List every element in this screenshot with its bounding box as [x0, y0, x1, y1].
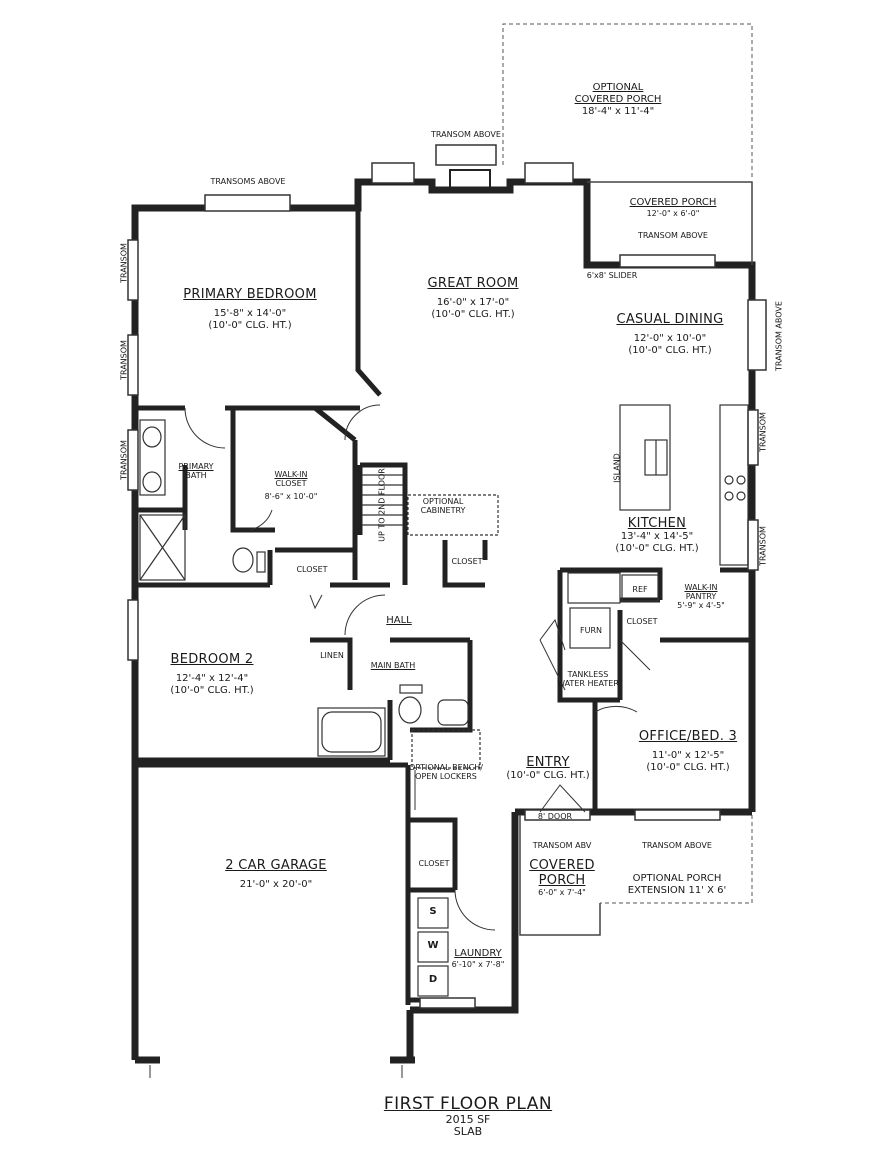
- ref-label: REF: [632, 585, 648, 594]
- transom-note-left-1: TRANSOM: [119, 243, 129, 283]
- primary-bedroom-label: PRIMARY BEDROOM 15'-8" x 14'-0" (10'-0" …: [183, 287, 317, 331]
- laundry-label: LAUNDRY 6'-10" x 7'-8": [451, 948, 505, 969]
- primary-bath-label: PRIMARY BATH: [178, 462, 214, 480]
- bedroom-2-label: BEDROOM 2 12'-4" x 12'-4" (10'-0" CLG. H…: [170, 652, 254, 696]
- washer-label: W: [427, 940, 439, 951]
- transom-note-right-2: TRANSOM: [758, 526, 768, 566]
- sink-label: S: [429, 906, 437, 917]
- transom-note-left-3: TRANSOM: [119, 440, 129, 480]
- closet-label-kitchen: CLOSET: [626, 617, 658, 626]
- closet-label-laundry: CLOSET: [418, 859, 450, 868]
- transoms-above-note: TRANSOMS ABOVE: [210, 177, 286, 186]
- walk-in-closet-label: WALK-IN CLOSET 8'-6" x 10'-0": [264, 470, 318, 501]
- door-swings: [184, 404, 651, 931]
- covered-porch-front-label: COVERED PORCH 6'-0" x 7'-4": [529, 858, 595, 897]
- casual-dining-label: CASUAL DINING 12'-0" x 10'-0" (10'-0" CL…: [616, 312, 724, 356]
- optional-porch-outline: [502, 23, 753, 180]
- transom-above-note: TRANSOM ABOVE: [431, 130, 501, 139]
- plan-title-block: FIRST FLOOR PLAN 2015 SF SLAB: [384, 1094, 552, 1138]
- optional-porch-extension-label: OPTIONAL PORCH EXTENSION 11' X 6': [627, 873, 727, 896]
- transom-note-right-1: TRANSOM: [758, 412, 768, 452]
- stairs-label: UP TO 2ND FLOOR: [377, 468, 387, 542]
- transom-above-office-label: TRANSOM ABOVE: [642, 841, 712, 850]
- porch-outline: [519, 181, 753, 936]
- garage-label: 2 CAR GARAGE 21'-0" x 20'-0": [225, 858, 327, 890]
- great-room-label: GREAT ROOM 16'-0" x 17'-0" (10'-0" CLG. …: [427, 276, 519, 320]
- office-label: OFFICE/BED. 3 11'-0" x 12'-5" (10'-0" CL…: [638, 729, 738, 773]
- optional-bench-label: OPTIONAL BENCH/ OPEN LOCKERS: [409, 763, 483, 781]
- dryer-label: D: [428, 974, 438, 985]
- slider-note: 6'x8' SLIDER: [586, 271, 638, 280]
- transom-abv-label: TRANSOM ABV: [532, 841, 592, 850]
- kitchen-label: KITCHEN 13'-4" x 14'-5" (10'-0" CLG. HT.…: [615, 516, 699, 554]
- tankless-label: TANKLESS WATER HEATER: [557, 670, 619, 688]
- hall-label: HALL: [386, 615, 412, 626]
- transom-note-left-2: TRANSOM: [119, 340, 129, 380]
- plan-title: FIRST FLOOR PLAN: [383, 1094, 553, 1114]
- walk-in-pantry-label: WALK-IN PANTRY 5'-9" x 4'-5": [677, 583, 725, 610]
- windows: [127, 144, 767, 1009]
- transom-above-note-right: TRANSOM ABOVE: [774, 301, 784, 371]
- island-label: ISLAND: [612, 453, 622, 483]
- plan-area: 2015 SF: [445, 1113, 491, 1126]
- eight-foot-door-label: 8' DOOR: [537, 812, 573, 821]
- furn-label: FURN: [580, 626, 602, 635]
- optional-covered-porch-label: OPTIONAL COVERED PORCH 18'-4" x 11'-4": [574, 82, 662, 117]
- main-bath-label: MAIN BATH: [370, 661, 416, 670]
- linen-label: LINEN: [320, 651, 344, 660]
- transom-above-porch-note: TRANSOM ABOVE: [638, 231, 708, 240]
- closet-label-stairs: CLOSET: [451, 557, 483, 566]
- fireplace: [449, 169, 491, 191]
- plan-foundation: SLAB: [453, 1125, 483, 1138]
- optional-cabinetry-label: OPTIONAL CABINETRY: [420, 497, 466, 515]
- optional-porch-ext-outline: [600, 815, 753, 904]
- fixtures: [139, 404, 749, 997]
- covered-porch-rear-label: COVERED PORCH 12'-0" x 6'-0": [629, 197, 717, 218]
- entry-label: ENTRY (10'-0" CLG. HT.): [506, 755, 590, 781]
- closet-label-bath: CLOSET: [296, 565, 328, 574]
